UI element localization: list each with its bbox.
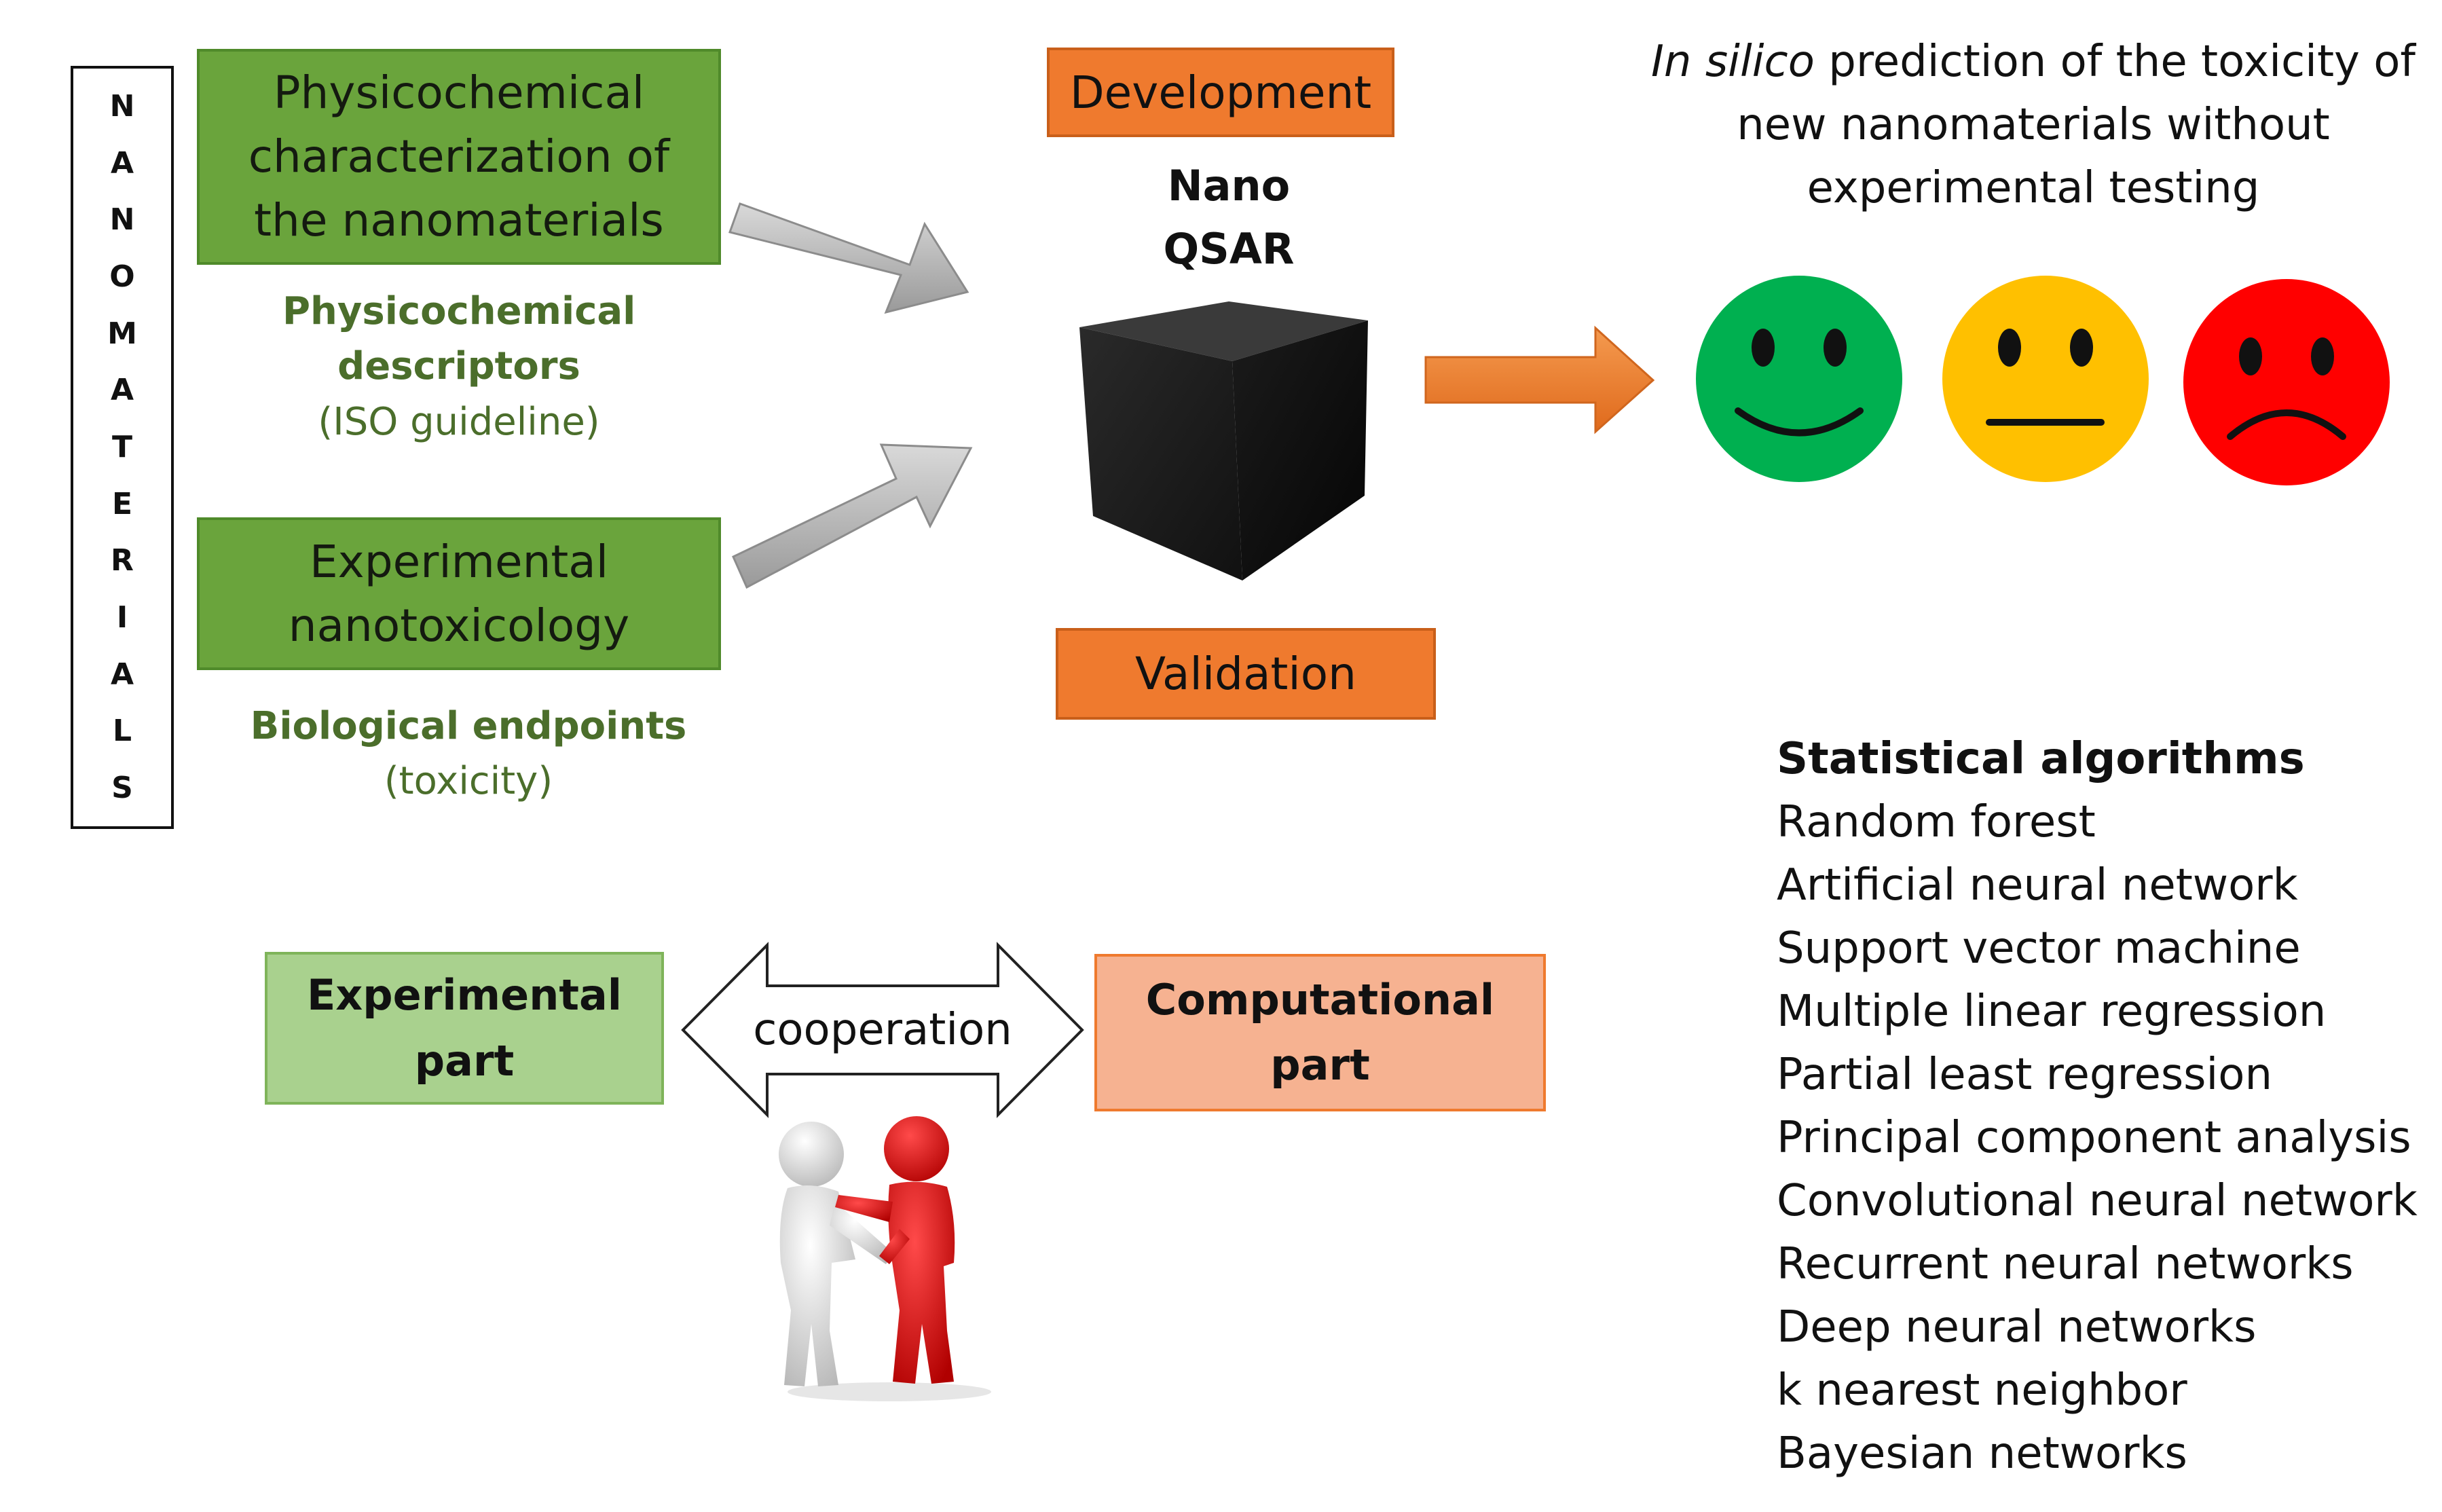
- physicochemical-characterization-box: Physicochemical characterization of the …: [197, 49, 721, 265]
- in-silico-line1: In silico prediction of the toxicity of: [1626, 31, 2441, 94]
- algorithm-item: Bayesian networks: [1777, 1428, 2187, 1479]
- nano-qsar-line2: QSAR: [1163, 224, 1295, 274]
- in-silico-line3: experimental testing: [1807, 162, 2260, 213]
- algorithm-item: Support vector machine: [1777, 923, 2301, 974]
- iso-guideline-note: (ISO guideline): [318, 399, 600, 444]
- nanomaterials-letter: A: [110, 657, 134, 692]
- cooperation-label: cooperation: [753, 1005, 1012, 1055]
- experimental-nanotoxicology-text: Experimental nanotoxicology: [288, 535, 630, 652]
- yellow-neutral-face-icon: [1942, 276, 2149, 482]
- in-silico-italic: In silico: [1651, 37, 1815, 87]
- nanomaterials-letter: T: [111, 429, 132, 464]
- algorithm-item: Multiple linear regression: [1777, 987, 2327, 1037]
- arrow-input-top-icon: [728, 202, 969, 314]
- algorithm-item: Recurrent neural networks: [1777, 1239, 2354, 1289]
- in-silico-prediction-text: In silico prediction of the toxicity of …: [1626, 31, 2441, 219]
- algorithm-item: Random forest: [1777, 797, 2096, 847]
- experimental-part-box: Experimental part: [265, 952, 664, 1105]
- experimental-part-label: Experimental part: [306, 970, 623, 1086]
- nanomaterials-letter: R: [111, 543, 134, 578]
- green-smile-face-icon: [1696, 276, 1902, 482]
- nanomaterials-letter: A: [110, 373, 134, 408]
- validation-label: Validation: [1135, 648, 1356, 700]
- nanomaterials-letter: M: [107, 316, 137, 351]
- handshake-figures-icon: [779, 1116, 991, 1401]
- algorithm-item: Principal component analysis: [1777, 1113, 2411, 1163]
- arrow-output-icon: [1424, 325, 1655, 435]
- development-label-box: Development: [1047, 48, 1394, 137]
- nanomaterials-letter: N: [109, 202, 135, 238]
- algorithm-item: Deep neural networks: [1777, 1302, 2257, 1352]
- nano-qsar-line1: Nano: [1167, 161, 1291, 210]
- physicochemical-descriptors-caption: Physicochemical descriptors (ISO guideli…: [197, 282, 721, 451]
- computational-part-label: Computational part: [1145, 974, 1495, 1090]
- toxicity-note: (toxicity): [384, 759, 553, 803]
- computational-part-box: Computational part: [1094, 954, 1546, 1111]
- statistical-algorithms-title: Statistical algorithms: [1777, 734, 2305, 784]
- in-silico-line1-rest: prediction of the toxicity of: [1814, 37, 2416, 87]
- algorithm-item: Partial least regression: [1777, 1050, 2272, 1100]
- algorithm-item: Convolutional neural network: [1777, 1176, 2418, 1226]
- nanomaterials-letter: I: [116, 600, 128, 635]
- algorithm-item: Artificial neural network: [1777, 860, 2298, 910]
- red-sad-face-icon: [2183, 279, 2390, 485]
- statistical-algorithms-list: Statistical algorithms Random forest Art…: [1777, 728, 2428, 1486]
- double-arrow-icon: [681, 942, 1084, 1118]
- nanomaterials-letter: A: [110, 145, 134, 181]
- in-silico-line2: new nanomaterials without: [1737, 99, 2330, 150]
- experimental-nanotoxicology-box: Experimental nanotoxicology: [197, 517, 721, 670]
- nanomaterials-letter: L: [112, 714, 132, 749]
- nanomaterials-letter: N: [109, 89, 135, 124]
- black-box-cube-icon: [1079, 301, 1368, 580]
- physicochemical-descriptors-title: Physicochemical descriptors: [282, 289, 636, 389]
- arrow-input-bottom-icon: [732, 443, 973, 589]
- nanomaterials-letter: E: [111, 486, 133, 521]
- biological-endpoints-caption: Biological endpoints (toxicity): [197, 693, 740, 815]
- nanomaterials-letter: S: [111, 770, 133, 805]
- cooperation-label-box: cooperation: [747, 993, 1018, 1067]
- validation-label-box: Validation: [1056, 628, 1436, 720]
- development-label: Development: [1069, 66, 1372, 119]
- biological-endpoints-title: Biological endpoints: [250, 703, 687, 748]
- nanomaterials-letter: O: [109, 259, 135, 294]
- nano-qsar-title: Nano QSAR: [1093, 153, 1365, 282]
- algorithm-item: k nearest neighbor: [1777, 1365, 2187, 1416]
- physicochemical-characterization-text: Physicochemical characterization of the …: [248, 67, 670, 246]
